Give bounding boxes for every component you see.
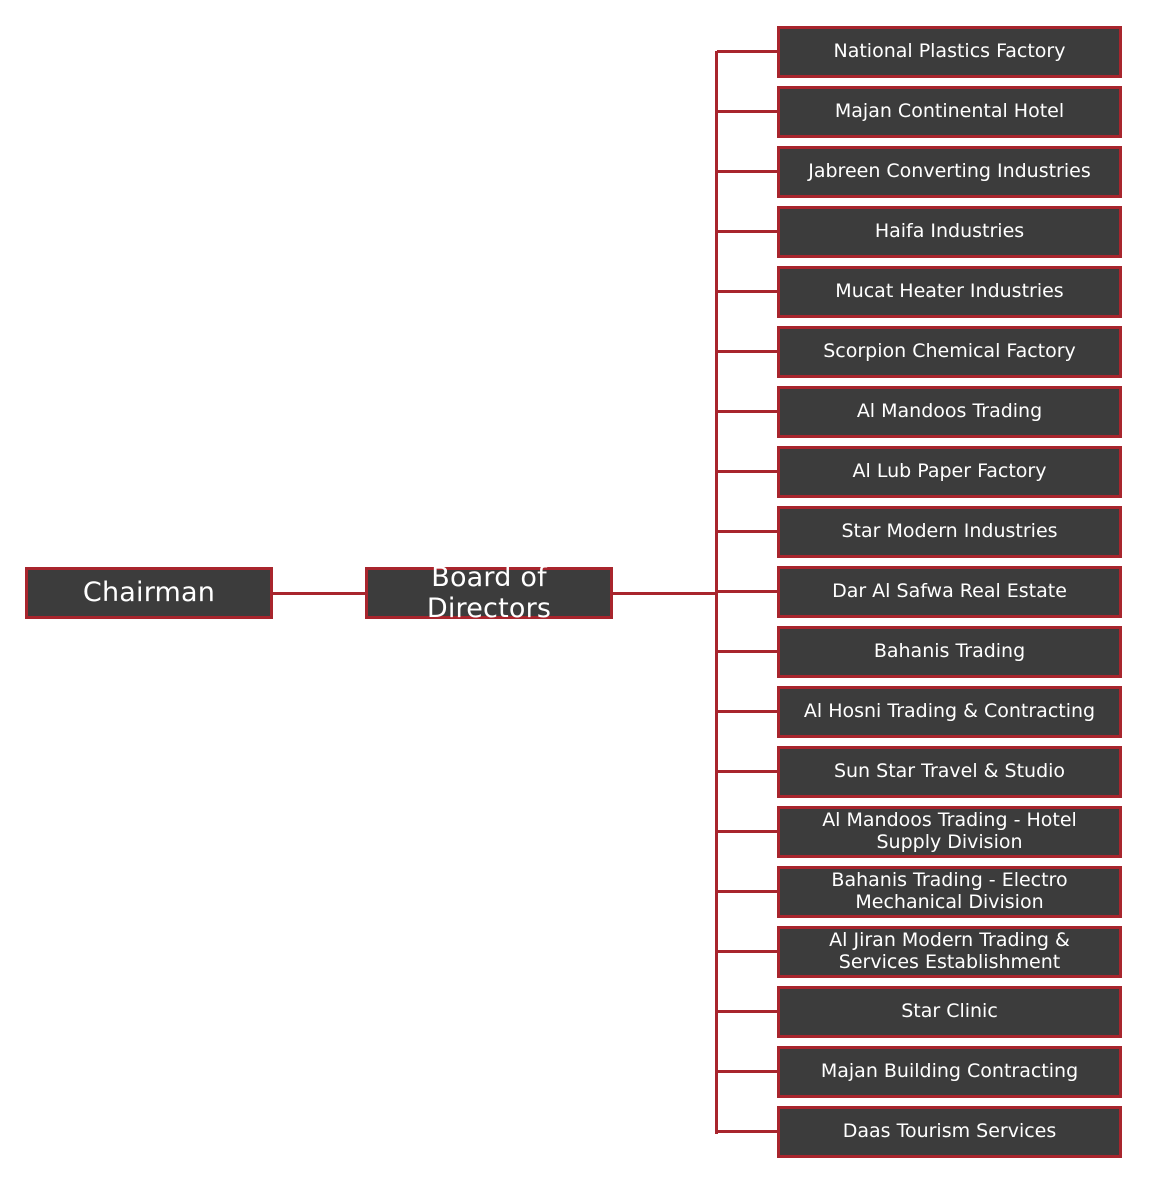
company-box: Dar Al Safwa Real Estate (777, 566, 1122, 618)
company-box: Al Mandoos Trading - Hotel Supply Divisi… (777, 806, 1122, 858)
company-box: Majan Building Contracting (777, 1046, 1122, 1098)
connector-branch (717, 650, 778, 653)
company-box: Bahanis Trading (777, 626, 1122, 678)
company-box: Daas Tourism Services (777, 1106, 1122, 1158)
company-box: Bahanis Trading - Electro Mechanical Div… (777, 866, 1122, 918)
connector-branch (717, 1070, 778, 1073)
connector-chairman-board (271, 592, 367, 595)
company-box: Star Clinic (777, 986, 1122, 1038)
connector-branch (717, 950, 778, 953)
connector-branch (717, 410, 778, 413)
connector-vertical-trunk (715, 51, 718, 1134)
connector-branch (717, 350, 778, 353)
company-box: Al Hosni Trading & Contracting (777, 686, 1122, 738)
chairman-box: Chairman (25, 567, 273, 619)
connector-branch (717, 290, 778, 293)
company-box: National Plastics Factory (777, 26, 1122, 78)
connector-branch (717, 770, 778, 773)
board-of-directors-box: Board of Directors (365, 562, 613, 624)
company-box: Sun Star Travel & Studio (777, 746, 1122, 798)
company-box: Scorpion Chemical Factory (777, 326, 1122, 378)
connector-branch (717, 890, 778, 893)
company-box: Al Lub Paper Factory (777, 446, 1122, 498)
company-box: Mucat Heater Industries (777, 266, 1122, 318)
connector-branch (717, 50, 778, 53)
connector-branch (717, 590, 778, 593)
company-box: Majan Continental Hotel (777, 86, 1122, 138)
connector-branch (717, 170, 778, 173)
connector-branch (717, 1130, 778, 1133)
connector-branch (717, 230, 778, 233)
connector-branch (717, 110, 778, 113)
company-box: Star Modern Industries (777, 506, 1122, 558)
company-box: Al Jiran Modern Trading & Services Estab… (777, 926, 1122, 978)
company-box: Al Mandoos Trading (777, 386, 1122, 438)
connector-branch (717, 470, 778, 473)
connector-branch (717, 1010, 778, 1013)
company-box: Haifa Industries (777, 206, 1122, 258)
company-box: Jabreen Converting Industries (777, 146, 1122, 198)
connector-board-trunk (611, 592, 718, 595)
connector-branch (717, 710, 778, 713)
connector-branch (717, 530, 778, 533)
connector-branch (717, 830, 778, 833)
